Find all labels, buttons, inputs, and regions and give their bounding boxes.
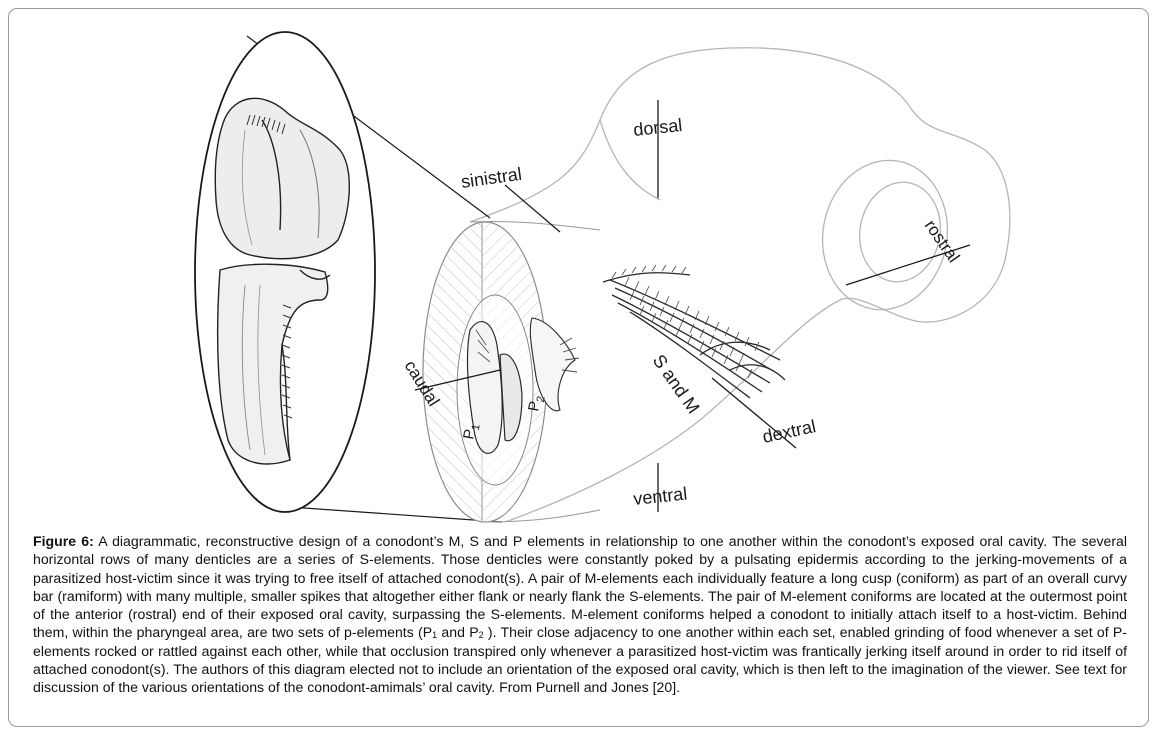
caption-sub-1: 1 [432,630,438,641]
inset-upper-element [214,97,350,260]
rostral-axis [845,244,971,286]
caption-text-1: A diagrammatic, reconstructive design of… [33,533,1127,641]
p2-element [529,317,580,412]
label-s-and-m: S and M [649,351,704,417]
magnified-inset [194,31,376,513]
p1-element [466,320,523,455]
figure-frame [8,8,1149,727]
orientation-axes [414,100,971,512]
inset-lower-element [216,263,331,465]
figure-caption: Figure 6: A diagrammatic, reconstructive… [33,532,1127,697]
sinistral-axis [504,184,561,233]
caption-sub-2: 2 [478,630,484,641]
label-p2: P2 [525,394,547,413]
label-p1: P1 [460,422,482,441]
caption-text-3: ). Their close adjacency to one another … [33,624,1128,696]
body-outline [469,47,1011,523]
label-ventral: ventral [632,483,688,509]
caption-label: Figure 6: [33,533,94,549]
caption-text-2: and P [437,624,479,641]
label-sinistral: sinistral [460,164,523,192]
caudal-axis [414,369,501,391]
s-and-m-elements [602,264,786,399]
dextral-axis [711,377,797,449]
label-dorsal: dorsal [632,115,683,140]
